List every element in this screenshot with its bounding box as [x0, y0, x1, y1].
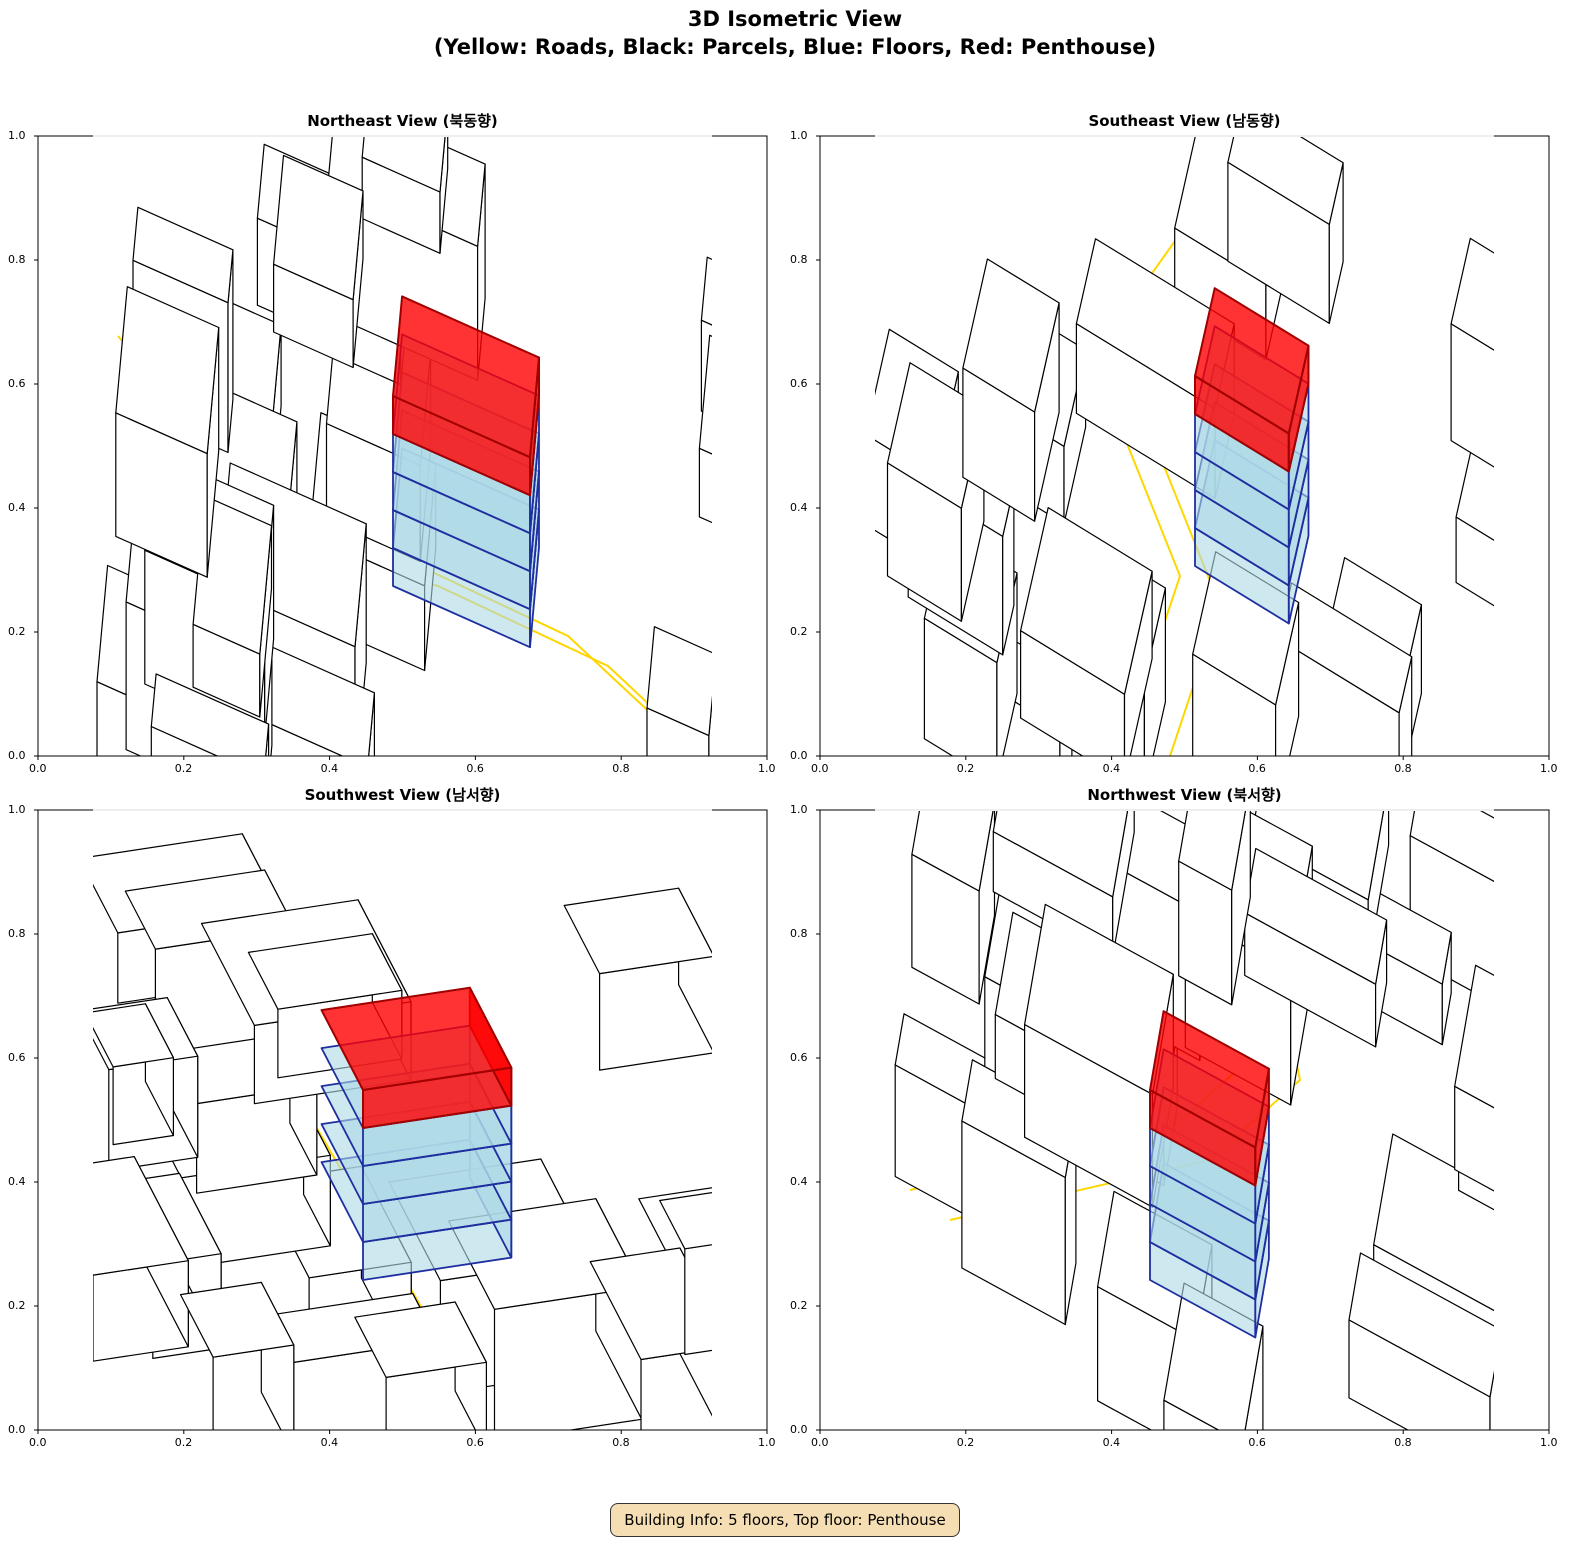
- scene-plot: [816, 809, 1550, 1434]
- parcel-building: [93, 1003, 174, 1146]
- y-tick-label: 0.2: [790, 625, 808, 638]
- figure-subtitle: (Yellow: Roads, Black: Parcels, Blue: Fl…: [433, 35, 1157, 59]
- x-tick-label: 0.8: [1394, 762, 1412, 775]
- y-tick-label: 0.6: [8, 1051, 26, 1064]
- y-tick-label: 1.0: [8, 129, 26, 142]
- y-tick-label: 0.4: [8, 1175, 26, 1188]
- parcel-building: [911, 810, 996, 1005]
- scene-plot: [34, 809, 768, 1434]
- y-tick-label: 0.0: [790, 1423, 808, 1436]
- scene: [875, 136, 1494, 756]
- parcel-building: [646, 626, 712, 756]
- x-tick-label: 0.4: [320, 762, 339, 775]
- x-tick-label: 0.2: [956, 1436, 975, 1449]
- parcel-building: [361, 136, 449, 254]
- x-tick-label: 0.4: [1102, 762, 1121, 775]
- parcel-building: [1278, 582, 1413, 756]
- y-tick-label: 1.0: [790, 803, 808, 816]
- x-tick-label: 1.0: [758, 1436, 776, 1449]
- x-tick-label: 0.2: [174, 762, 193, 775]
- panel-title-southwest: Southwest View (남서향): [304, 786, 501, 804]
- x-tick-label: 0.4: [1102, 1436, 1121, 1449]
- parcel-building: [115, 286, 220, 578]
- x-tick-label: 0.8: [612, 1436, 630, 1449]
- y-tick-label: 0.2: [8, 1299, 26, 1312]
- scene: [894, 810, 1494, 1430]
- scene-plot: [34, 135, 768, 760]
- y-tick-label: 0.2: [790, 1299, 808, 1312]
- penthouse-floor: [1194, 287, 1310, 473]
- y-tick-label: 0.8: [8, 253, 26, 266]
- y-tick-label: 1.0: [8, 803, 26, 816]
- x-tick-label: 0.6: [466, 1436, 484, 1449]
- parcel-building: [150, 673, 270, 756]
- axes-northwest: 0.0 0.2 0.4 0.6 0.8 1.0 0.0 0.2 0.4 0.6 0.8 1.0: [790, 803, 1558, 1449]
- penthouse-floor: [392, 295, 540, 497]
- parcel-building: [563, 887, 712, 1071]
- parcel-building: [698, 334, 712, 524]
- x-tick-label: 0.4: [320, 1436, 339, 1449]
- parcel-building: [1227, 136, 1344, 324]
- y-tick-label: 0.0: [790, 749, 808, 762]
- scene-plot: [816, 135, 1550, 760]
- x-tick-label: 1.0: [1540, 762, 1558, 775]
- panel-title-southeast: Southeast View (남동향): [1088, 112, 1281, 130]
- y-tick-label: 0.4: [790, 1175, 808, 1188]
- parcel-building: [659, 1191, 712, 1356]
- axes-northeast: 0.0 0.2 0.4 0.6 0.8 1.0 0.0 0.2 0.4 0.6 0.8 1.0: [8, 129, 776, 775]
- panel-title-northwest: Northwest View (북서향): [1087, 786, 1282, 804]
- parcel-building: [273, 154, 364, 369]
- y-tick-label: 0.8: [8, 927, 26, 940]
- parcel-building: [1348, 1252, 1494, 1430]
- x-tick-label: 0.2: [956, 762, 975, 775]
- x-tick-label: 1.0: [1540, 1436, 1558, 1449]
- figure-title: 3D Isometric View: [687, 7, 903, 31]
- y-tick-label: 1.0: [790, 129, 808, 142]
- building-info-box: Building Info: 5 floors, Top floor: Pent…: [610, 1503, 960, 1537]
- y-tick-label: 0.4: [8, 501, 26, 514]
- y-tick-label: 0.2: [8, 625, 26, 638]
- x-tick-label: 0.0: [29, 1436, 47, 1449]
- y-tick-label: 0.6: [790, 1051, 808, 1064]
- x-tick-label: 0.6: [1248, 762, 1266, 775]
- axes-southwest: 0.0 0.2 0.4 0.6 0.8 1.0 0.0 0.2 0.4 0.6 0.8 1.0: [8, 803, 776, 1449]
- penthouse-floor: [1149, 1010, 1270, 1187]
- x-tick-label: 0.8: [612, 762, 630, 775]
- x-tick-label: 1.0: [758, 762, 776, 775]
- y-tick-label: 0.0: [8, 1423, 26, 1436]
- parcel-building: [93, 1156, 189, 1362]
- y-tick-label: 0.6: [8, 377, 26, 390]
- penthouse-floor: [320, 986, 513, 1129]
- y-tick-label: 0.8: [790, 927, 808, 940]
- parcel-building: [886, 362, 985, 622]
- parcel-building: [1244, 847, 1388, 1048]
- x-tick-label: 0.0: [29, 762, 47, 775]
- parcel-building: [1178, 810, 1251, 1006]
- parcel-building: [354, 1301, 487, 1430]
- x-tick-label: 0.8: [1394, 1436, 1412, 1449]
- y-tick-label: 0.4: [790, 501, 808, 514]
- y-tick-label: 0.8: [790, 253, 808, 266]
- parcel-building: [1454, 964, 1494, 1192]
- x-tick-label: 0.2: [174, 1436, 193, 1449]
- panel-title-northeast: Northeast View (북동향): [307, 112, 498, 130]
- x-tick-label: 0.6: [1248, 1436, 1266, 1449]
- scene: [93, 833, 712, 1430]
- x-tick-label: 0.0: [811, 1436, 829, 1449]
- x-tick-label: 0.6: [466, 762, 484, 775]
- parcel-building: [1020, 507, 1153, 756]
- parcel-building: [1450, 237, 1494, 468]
- parcel-building: [192, 495, 273, 718]
- parcel-building: [962, 258, 1060, 522]
- x-tick-label: 0.0: [811, 762, 829, 775]
- axes-southeast: 0.0 0.2 0.4 0.6 0.8 1.0 0.0 0.2 0.4 0.6 0.8 1.0: [790, 129, 1558, 775]
- scene: [96, 136, 712, 756]
- parcel-building: [179, 1281, 295, 1430]
- y-tick-label: 0.6: [790, 377, 808, 390]
- y-tick-label: 0.0: [8, 749, 26, 762]
